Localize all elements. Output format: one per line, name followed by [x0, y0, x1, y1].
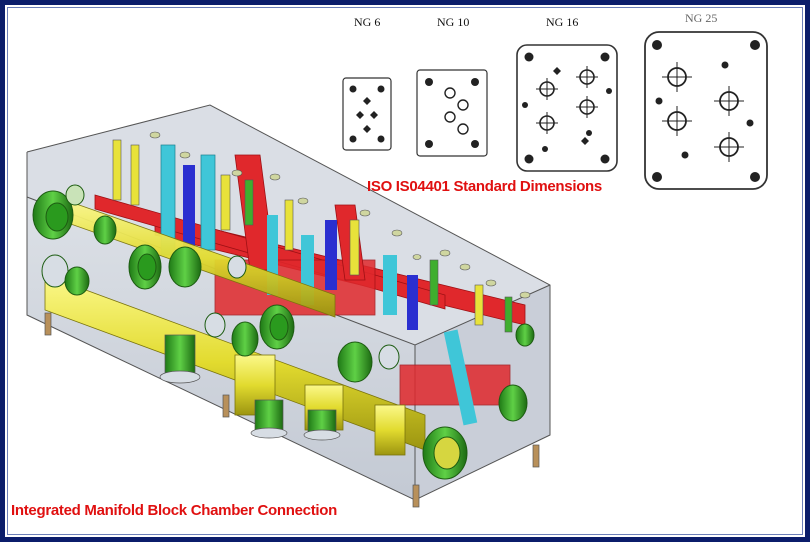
manifold-illustration	[26, 31, 768, 508]
top-port-dots	[149, 131, 531, 299]
ng6-pattern	[342, 77, 392, 151]
bottom-feet	[44, 312, 540, 508]
standard-caption: ISO IS04401 Standard Dimensions	[367, 178, 602, 195]
ng6-label: NG 6	[354, 15, 381, 29]
top-pins	[112, 139, 513, 333]
ng16-label: NG 16	[546, 15, 579, 29]
green-front-ports	[32, 184, 535, 480]
ng10-label: NG 10	[437, 15, 470, 29]
manifold-caption: Integrated Manifold Block Chamber Connec…	[11, 502, 337, 519]
ng10-pattern	[416, 69, 488, 157]
ng16-pattern	[516, 44, 618, 172]
ng25-label: NG 25	[685, 11, 718, 25]
ng25-pattern	[644, 31, 768, 190]
